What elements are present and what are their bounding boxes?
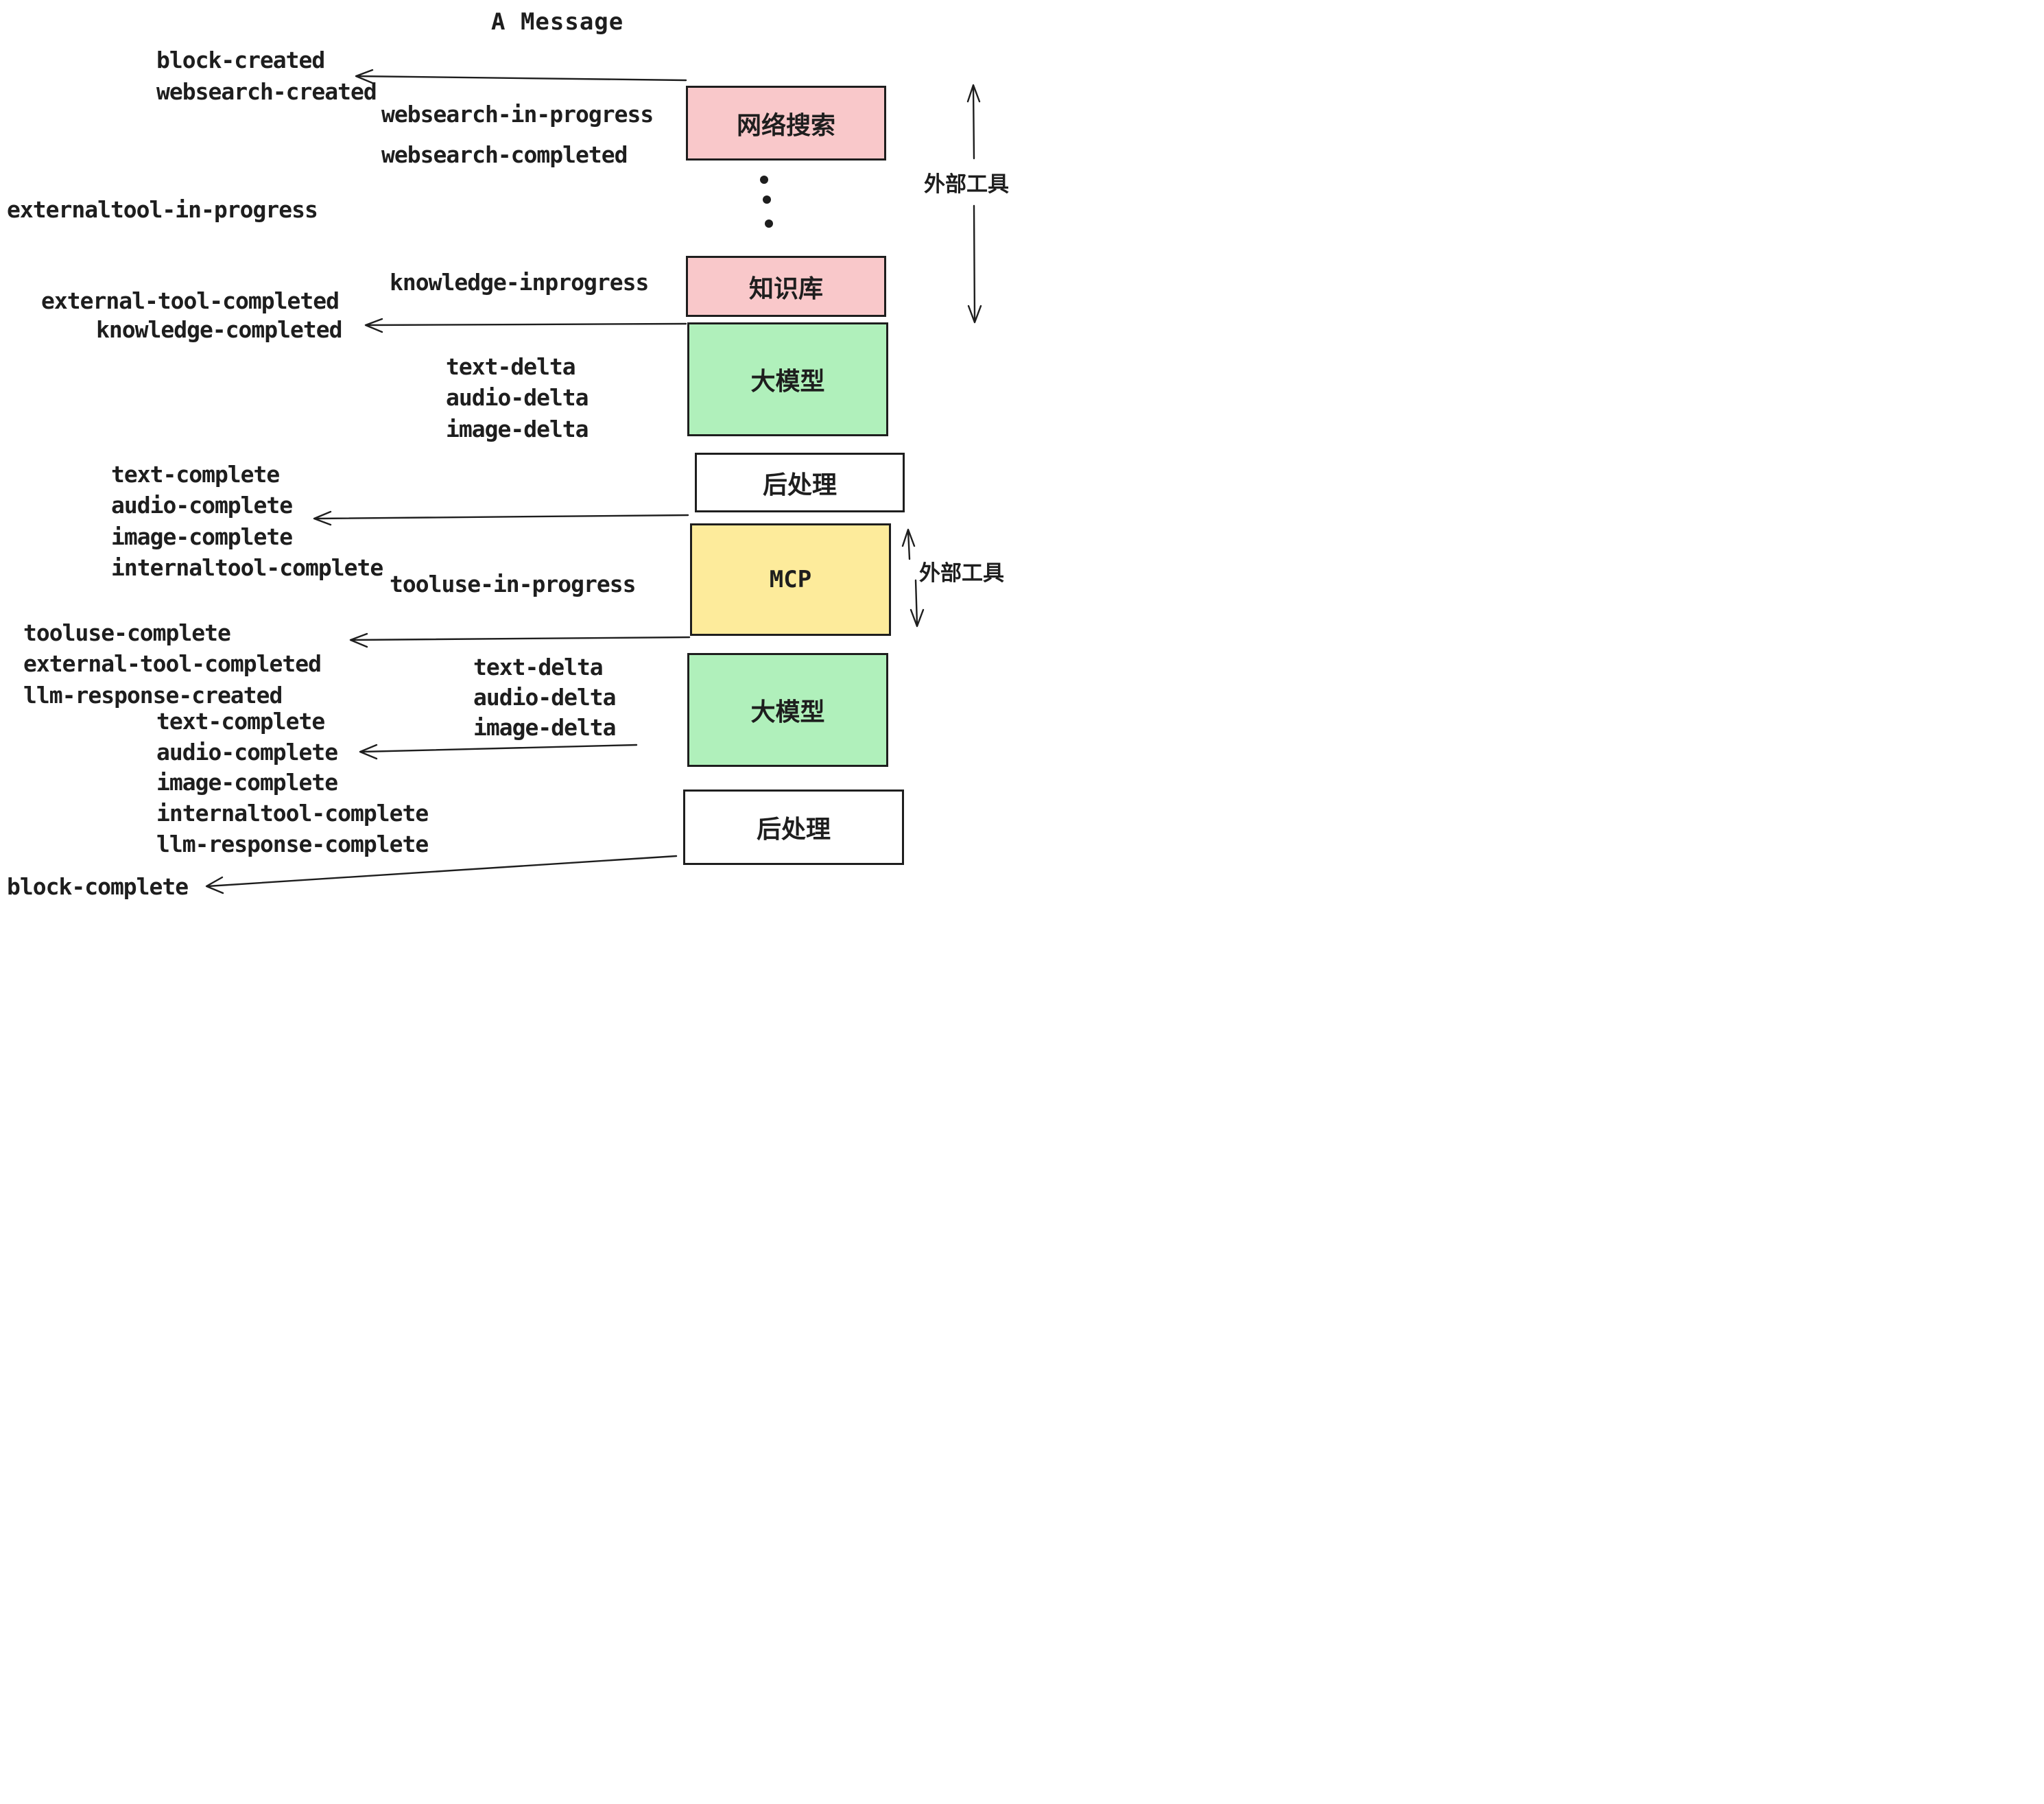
arrow-mcp-to-image-complete	[313, 510, 689, 526]
event-text-complete-2: text-complete	[156, 708, 325, 735]
event-internaltool-complete: internaltool-complete	[111, 554, 383, 581]
llm-box-1-label: 大模型	[750, 368, 825, 396]
external-tools-label-top: 外部工具	[924, 172, 1009, 197]
arrow-post2-to-block-complete	[205, 855, 678, 894]
postprocess-box-1-label: 后处理	[762, 471, 837, 499]
mcp-box-label: MCP	[769, 566, 812, 593]
event-tooluse-in-progress: tooluse-in-progress	[390, 571, 636, 597]
event-audio-complete: audio-complete	[111, 492, 293, 519]
event-external-tool-completed-2: external-tool-completed	[23, 650, 322, 677]
event-llm-response-created: llm-response-created	[23, 682, 283, 709]
external-tools-label-mcp: 外部工具	[919, 561, 1004, 586]
external-tools-span-arrow-top	[966, 84, 982, 324]
arrow-llm-to-knowledge-completed	[364, 318, 687, 333]
websearch-box: 网络搜索	[686, 86, 886, 161]
event-audio-complete-2: audio-complete	[156, 739, 338, 765]
event-block-complete: block-complete	[7, 873, 189, 900]
arrow-websearch-to-created	[355, 69, 687, 84]
mcp-box: MCP	[690, 523, 891, 636]
event-image-complete-2: image-complete	[156, 769, 338, 796]
postprocess-box-1: 后处理	[695, 453, 905, 512]
event-audio-delta-2: audio-delta	[473, 684, 617, 711]
event-text-complete: text-complete	[111, 461, 280, 488]
event-internaltool-complete-2: internaltool-complete	[156, 800, 429, 827]
llm-box-1: 大模型	[687, 322, 888, 436]
postprocess-box-2-label: 后处理	[756, 816, 831, 844]
event-knowledge-completed: knowledge-completed	[96, 316, 342, 343]
event-llm-response-complete: llm-response-complete	[156, 831, 429, 857]
arrow-llm2-to-audio-complete	[359, 744, 638, 760]
websearch-box-label: 网络搜索	[736, 111, 835, 140]
event-websearch-completed: websearch-completed	[381, 141, 628, 168]
llm-box-2-label: 大模型	[750, 698, 825, 726]
page-title: A Message	[491, 8, 624, 36]
event-block-created: block-created	[156, 47, 325, 73]
event-image-delta: image-delta	[446, 416, 589, 442]
arrow-mcp-to-tooluse-complete	[349, 632, 691, 648]
llm-box-2: 大模型	[687, 653, 888, 767]
postprocess-box-2: 后处理	[683, 790, 904, 865]
message-flow-diagram: A Message block-created websearch-create…	[0, 0, 1022, 902]
event-externaltool-in-progress: externaltool-in-progress	[7, 196, 318, 223]
event-tooluse-complete: tooluse-complete	[23, 619, 231, 646]
event-text-delta-2: text-delta	[473, 654, 604, 680]
ellipsis-dots	[760, 176, 773, 228]
event-knowledge-inprogress: knowledge-inprogress	[390, 269, 649, 296]
event-image-delta-2: image-delta	[473, 714, 617, 741]
event-text-delta: text-delta	[446, 353, 576, 380]
event-websearch-created: websearch-created	[156, 78, 377, 105]
knowledge-box: 知识库	[686, 256, 886, 317]
knowledge-box-label: 知识库	[748, 274, 823, 303]
event-image-complete: image-complete	[111, 523, 293, 550]
event-websearch-in-progress: websearch-in-progress	[381, 101, 654, 128]
event-external-tool-completed: external-tool-completed	[41, 287, 340, 314]
event-audio-delta: audio-delta	[446, 384, 589, 411]
